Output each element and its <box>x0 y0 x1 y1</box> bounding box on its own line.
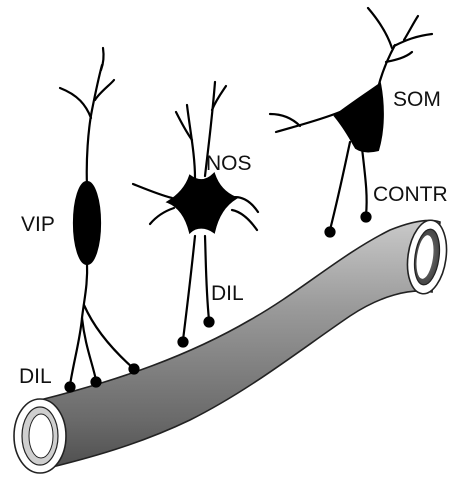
vip-endfoot <box>66 383 75 392</box>
vessel-body <box>40 220 440 470</box>
nos-endfoot <box>205 318 214 327</box>
nos-soma <box>168 174 236 232</box>
vip-endfoot <box>92 378 101 387</box>
vip-soma <box>74 182 100 264</box>
vip-endfoot <box>130 365 139 374</box>
dil-label-nos: DIL <box>211 282 244 305</box>
nos-neuron <box>133 82 258 347</box>
vip-label: VIP <box>21 213 55 236</box>
vip-neuron <box>60 48 139 392</box>
som-label: SOM <box>393 88 441 111</box>
nos-endfoot <box>179 338 188 347</box>
vessel-left-opening <box>14 399 66 473</box>
som-endfoot <box>362 213 371 222</box>
contr-label: CONTR <box>373 183 448 206</box>
dil-label-vip: DIL <box>19 365 52 388</box>
nos-label: NOS <box>206 152 252 175</box>
som-soma <box>335 84 383 151</box>
som-endfoot <box>326 228 335 237</box>
